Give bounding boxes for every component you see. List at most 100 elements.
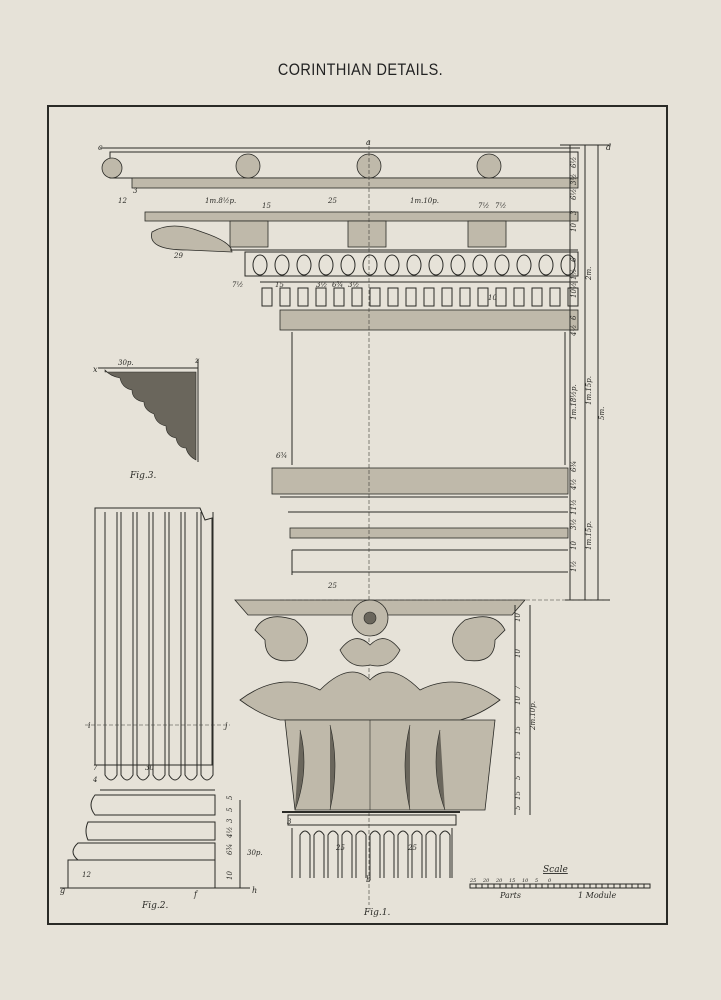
architrave [271, 467, 569, 575]
dim-label: 3 [287, 818, 292, 826]
cornice [100, 147, 580, 331]
dim-label: 25 [407, 844, 417, 852]
flute [184, 512, 198, 781]
dim-label: 10 [514, 613, 522, 622]
flute [313, 830, 325, 878]
dim-label: 7½ [495, 202, 506, 210]
flute [152, 512, 166, 781]
flute [136, 512, 150, 781]
egg-ornament [406, 254, 422, 276]
dentil [441, 287, 453, 307]
dim-label: 2m.10p. [529, 701, 537, 731]
egg-ornament [296, 254, 312, 276]
dim-label: 15 [514, 726, 522, 735]
dentil [369, 287, 381, 307]
dim-label: 15 [262, 202, 271, 210]
egg-ornament [560, 254, 576, 276]
dentil [315, 287, 327, 307]
flute [299, 830, 311, 878]
dim-label: 12 [118, 197, 127, 205]
dentil [387, 287, 399, 307]
egg-ornament [384, 254, 400, 276]
scale-tick-label: 25 [469, 878, 476, 884]
dim-label: 15 [514, 751, 522, 760]
dim-label: 6¾ [332, 281, 343, 289]
point-b: b [366, 875, 371, 884]
point-z: z [194, 356, 200, 365]
dentil [477, 287, 489, 307]
dim-label: 30 [145, 764, 154, 772]
fig2-label: Fig.2. [141, 901, 168, 911]
dim-label: 3 [570, 210, 578, 215]
dentil [531, 287, 543, 307]
egg-ornament [450, 254, 466, 276]
egg-ornament [274, 254, 290, 276]
dim-label: 15 [514, 791, 522, 800]
dentil [333, 287, 345, 307]
dim-label: 2m. [585, 267, 593, 281]
flute [168, 512, 182, 781]
dim-label: 1m.8½p. [205, 197, 236, 205]
flute [327, 830, 339, 878]
point-c: c [98, 143, 103, 152]
fig2-column-base [60, 507, 250, 889]
scale-module-label: 1 Module [578, 891, 616, 900]
scale-tick-label: 20 [482, 878, 490, 884]
dim-label: 3 [226, 818, 234, 823]
dim-label: 25 [335, 844, 345, 852]
scale-tick-label: 15 [509, 878, 515, 884]
dim-label: 10 [570, 541, 578, 550]
dim-label: 3½ [570, 519, 578, 530]
modillion-scroll [151, 225, 233, 253]
egg-ornament [340, 254, 356, 276]
scale-tick-label: 20 [495, 878, 503, 884]
dim-label: 10 [226, 871, 234, 880]
dim-label: 10 [514, 649, 522, 658]
dim-label: 1m.18½p. [570, 384, 578, 420]
lower-acanthus [284, 719, 496, 811]
egg-ornament [318, 254, 334, 276]
dim-label: 10 [488, 294, 497, 302]
egg-ornament [494, 254, 510, 276]
point-a: a [366, 138, 371, 147]
dim-label: 3½ [316, 281, 327, 289]
dentil [279, 287, 291, 307]
dentil [351, 287, 363, 307]
dim-label: 10 [570, 223, 578, 232]
egg-ornament [428, 254, 444, 276]
point-i: i [88, 721, 91, 730]
dentil [495, 287, 507, 307]
point-x: x [93, 365, 98, 374]
dim-label: 5 [514, 775, 522, 780]
dim-label: 6½ [570, 189, 578, 200]
dim-label: 6¾ [276, 452, 287, 460]
scale-tick-label: 10 [522, 878, 529, 884]
scale-tick-label: 0 [548, 878, 552, 884]
dim-label: 1m.15p. [585, 376, 593, 405]
frieze [291, 332, 566, 465]
scale-label: Scale [543, 865, 568, 875]
dim-label: 7½ [232, 281, 243, 289]
dentil [423, 287, 435, 307]
lion-head-ornaments [101, 153, 502, 179]
egg-ornament [252, 254, 268, 276]
point-g: g [60, 886, 65, 895]
dim-label: 4½ [226, 827, 234, 839]
dim-label: 7 [93, 764, 98, 772]
dentil [459, 287, 471, 307]
egg-ornament [472, 254, 488, 276]
point-h: h [252, 886, 257, 895]
flute [200, 512, 214, 781]
dim-label: 6¾ [570, 461, 578, 472]
dentil [513, 287, 525, 307]
dentil [549, 287, 561, 307]
dim-label: 7 [514, 685, 522, 690]
dim-label: 3 [133, 187, 138, 195]
dim-label: 4 [92, 776, 97, 784]
dim-label: 15 [275, 281, 284, 289]
egg-ornament [538, 254, 554, 276]
egg-ornament [516, 254, 532, 276]
flute [439, 830, 451, 878]
dim-label: 30p. [118, 359, 134, 367]
